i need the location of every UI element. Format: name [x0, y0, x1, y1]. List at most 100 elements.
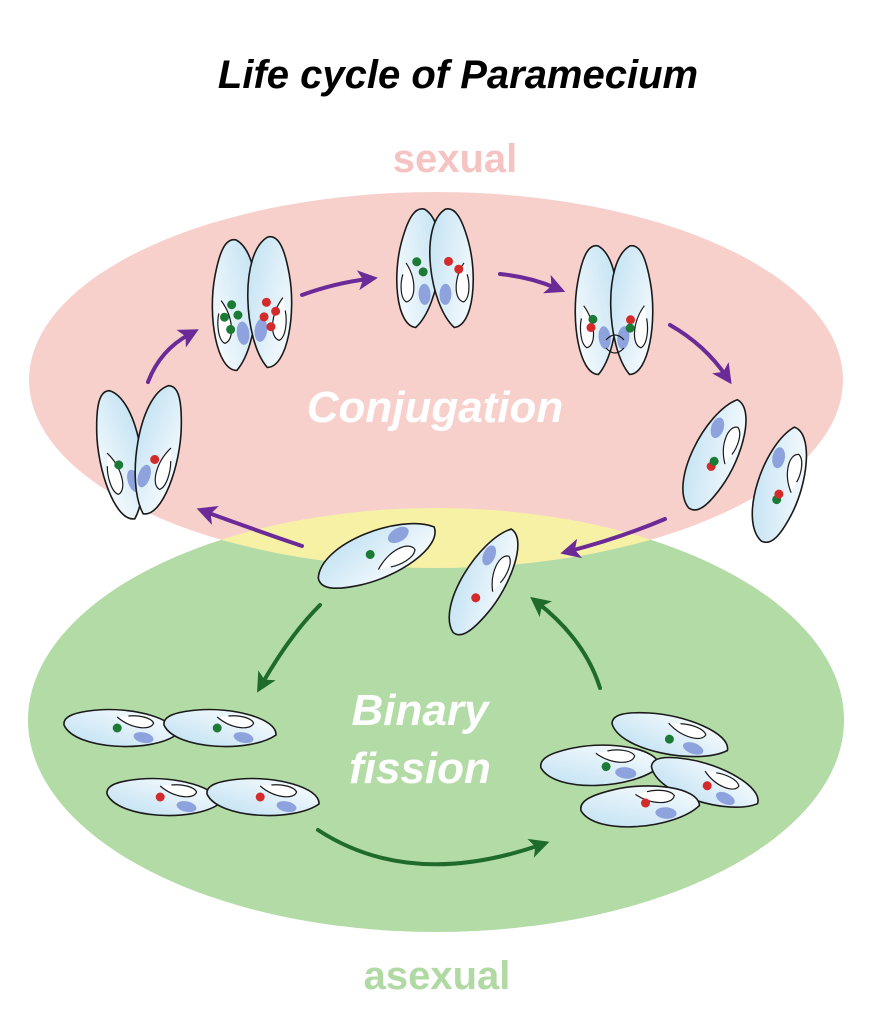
conj-stage1-cell-b: [134, 384, 183, 515]
cell-body: [682, 398, 747, 511]
asexual-label: asexual: [364, 954, 511, 998]
conjugation-arrow-2: [300, 270, 378, 297]
macronucleus: [254, 318, 268, 342]
oral-groove: [491, 555, 511, 592]
macronucleus: [615, 767, 637, 779]
conj-stage2-cell-a: [211, 239, 257, 372]
micronucleus: [625, 323, 635, 333]
conjugation-arrow-6: [196, 506, 304, 548]
fission-arrow-3: [530, 596, 602, 690]
conj-stage3-cell-a: [395, 208, 441, 329]
conj-stage4-cell-a: [574, 245, 619, 376]
micronucleus: [212, 723, 222, 733]
micronucleus: [114, 460, 124, 470]
binary-fission-label-line1: Binary: [352, 686, 491, 735]
cell-body: [448, 528, 519, 636]
oral-groove: [400, 262, 415, 303]
fission-green-right: [163, 708, 277, 748]
macronucleus: [133, 732, 154, 744]
macronucleus: [176, 801, 197, 813]
oral-groove: [259, 784, 298, 798]
oral-groove: [704, 770, 740, 790]
micronucleus: [601, 762, 611, 772]
fission-red-left: [106, 777, 220, 817]
conj-stage3-cell-b: [429, 208, 475, 329]
fission-arrow-2: [316, 828, 550, 867]
micronucleus: [271, 306, 281, 316]
macronucleus: [276, 801, 297, 813]
single-cell-green: [317, 522, 436, 590]
conjugation-arrows: [146, 270, 732, 559]
micronucleus: [412, 257, 422, 267]
micronucleus: [219, 312, 229, 322]
micronucleus: [261, 297, 271, 307]
micronucleus: [774, 489, 784, 499]
oral-groove: [635, 789, 675, 804]
micronucleus: [112, 723, 122, 733]
fission-red-right: [206, 777, 320, 817]
daughter-cell-3: [650, 756, 759, 808]
sexual-label: sexual: [393, 137, 518, 181]
micronucleus: [702, 781, 712, 791]
daughter-cell-2: [540, 744, 661, 787]
conj-stage5-cell-a: [682, 398, 747, 511]
macronucleus: [655, 807, 677, 819]
binary-fission-label-line2: fission: [349, 744, 491, 793]
micronucleus: [233, 310, 243, 320]
micronucleus: [444, 256, 454, 266]
oral-groove: [377, 545, 416, 570]
conjugation-label: Conjugation: [307, 383, 564, 432]
oral-groove: [595, 749, 636, 763]
oral-groove: [722, 426, 741, 465]
micronucleus: [255, 792, 265, 802]
daughter-cell-1: [611, 711, 729, 758]
conj-stage4-cell-b: [609, 245, 654, 376]
micronucleus: [227, 300, 237, 310]
cell-body: [317, 522, 436, 590]
macronucleus: [682, 742, 704, 755]
macronucleus: [439, 283, 452, 305]
fission-arrows: [257, 596, 602, 867]
macronucleus: [418, 283, 431, 305]
exchange-arcs: [605, 334, 625, 354]
micronucleus: [365, 549, 375, 559]
oral-groove: [154, 447, 172, 491]
oral-groove: [116, 715, 155, 729]
micronucleus: [454, 264, 464, 274]
micronucleus: [626, 315, 636, 325]
single-cell-red: [448, 528, 519, 636]
cells-layer: [63, 208, 808, 828]
diagram-title: Life cycle of Paramecium: [218, 53, 698, 97]
oral-groove: [216, 715, 255, 729]
micronucleus: [471, 593, 481, 603]
daughter-cell-4: [580, 785, 701, 828]
macronucleus: [233, 732, 254, 744]
micronucleus: [259, 312, 269, 322]
macronucleus: [137, 464, 151, 488]
micronucleus: [709, 456, 719, 466]
oral-groove: [633, 305, 649, 349]
micronucleus: [664, 734, 674, 744]
macronucleus: [236, 321, 250, 345]
macronucleus: [716, 791, 735, 806]
conjugation-arrow-1: [146, 329, 199, 384]
micronucleus: [150, 454, 160, 464]
micronucleus: [226, 325, 236, 335]
fission-arrow-1: [257, 603, 322, 693]
fission-green-left: [63, 708, 177, 748]
oral-groove: [668, 722, 707, 739]
oral-groove: [159, 784, 198, 798]
conjugation-arrow-5: [560, 517, 667, 559]
conjugation-arrow-4: [668, 323, 732, 385]
macronucleus: [482, 545, 497, 566]
oral-groove: [786, 453, 803, 493]
micronucleus: [588, 314, 598, 324]
macronucleus: [772, 447, 786, 469]
conjugation-arrow-3: [498, 272, 566, 294]
conj-stage5-cell-b: [751, 426, 808, 544]
conj-stage2-cell-b: [247, 236, 293, 369]
micronucleus: [266, 322, 276, 332]
macronucleus: [387, 526, 409, 544]
micronucleus: [418, 267, 428, 277]
